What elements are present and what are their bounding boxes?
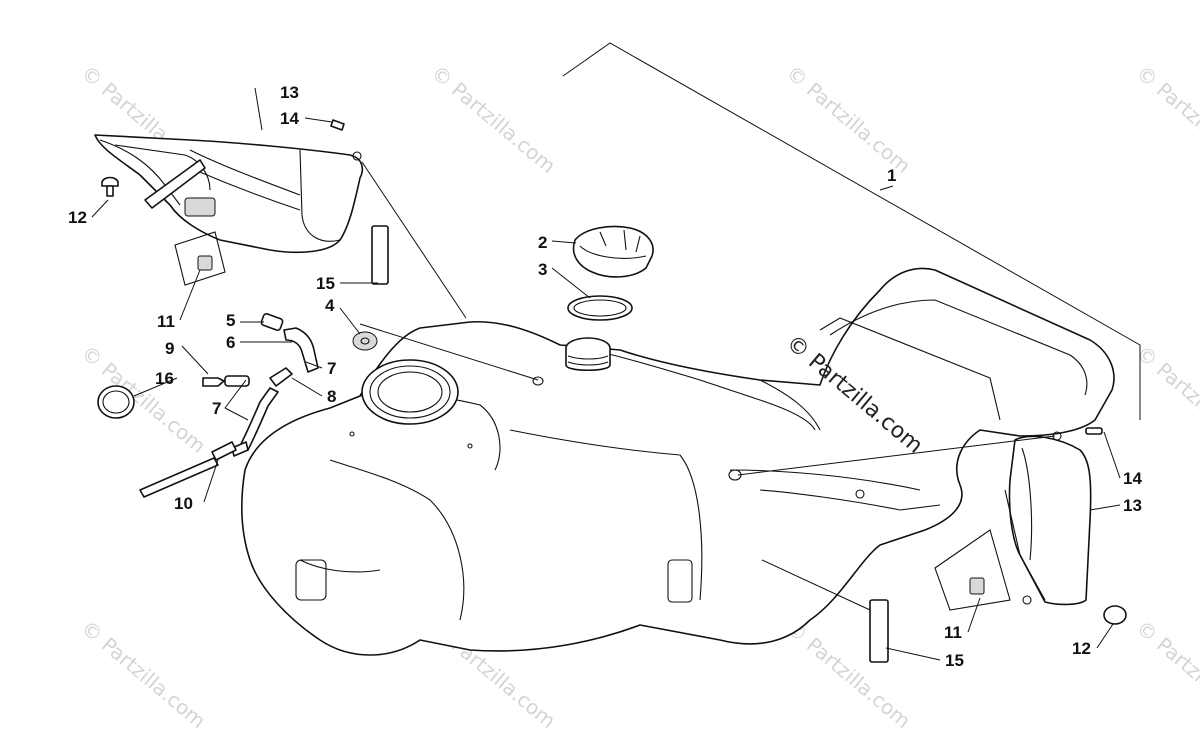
watermark-text: © Partzilla.com — [1132, 340, 1200, 458]
callout-labels: 1 2 3 4 5 6 7 7 8 9 10 11 11 12 12 13 13… — [68, 83, 1142, 670]
leader-lines — [91, 87, 1121, 661]
callout-1: 1 — [887, 166, 896, 185]
callout-15-right: 15 — [945, 651, 964, 670]
pad-left — [371, 225, 389, 285]
callout-7-upper: 7 — [327, 359, 336, 378]
gasket-inner — [573, 299, 627, 317]
watermark-text: © Partzilla.com — [1132, 615, 1200, 733]
callout-4: 4 — [325, 296, 335, 315]
callout-8: 8 — [327, 387, 336, 406]
callout-3: 3 — [538, 260, 547, 279]
watermark-text: © Partzilla.com — [782, 60, 916, 178]
callout-13-left: 13 — [280, 83, 299, 102]
watermark-text: © Partzilla.com — [427, 60, 561, 178]
callout-14-left: 14 — [280, 109, 299, 128]
pad-right — [869, 599, 889, 663]
screws — [330, 119, 1103, 441]
watermark-text: © Partzilla.com — [782, 615, 916, 733]
hose-clamp-inner — [102, 390, 130, 414]
callout-9: 9 — [165, 339, 174, 358]
callout-15-left: 15 — [316, 274, 335, 293]
watermark-text: © Partzilla.com — [1132, 60, 1200, 178]
callout-11-right: 11 — [944, 623, 962, 642]
callout-13-right: 13 — [1123, 496, 1142, 515]
callout-7-lower: 7 — [212, 399, 221, 418]
right-bracket — [934, 529, 1127, 625]
grommet — [352, 331, 378, 351]
assembly-bracket — [562, 42, 1141, 420]
callout-14-right: 14 — [1123, 469, 1142, 488]
left-side-panel — [94, 134, 364, 254]
fuel-fittings — [139, 312, 319, 498]
left-bracket — [101, 176, 226, 286]
callout-12-right: 12 — [1072, 639, 1091, 658]
right-side-panel — [1004, 435, 1092, 606]
callout-6: 6 — [226, 333, 235, 352]
callout-16: 16 — [155, 369, 174, 388]
callout-10: 10 — [174, 494, 193, 513]
fuel-tank — [240, 267, 1115, 656]
watermark-text: © Partzilla.com — [77, 340, 211, 458]
grommet-center — [360, 337, 370, 345]
watermark-text: © Partzilla.com — [77, 615, 211, 733]
fuel-cap — [572, 225, 654, 278]
callout-5: 5 — [226, 311, 235, 330]
callout-2: 2 — [538, 233, 547, 252]
callout-11-left: 11 — [157, 312, 175, 331]
callout-12-left: 12 — [68, 208, 87, 227]
